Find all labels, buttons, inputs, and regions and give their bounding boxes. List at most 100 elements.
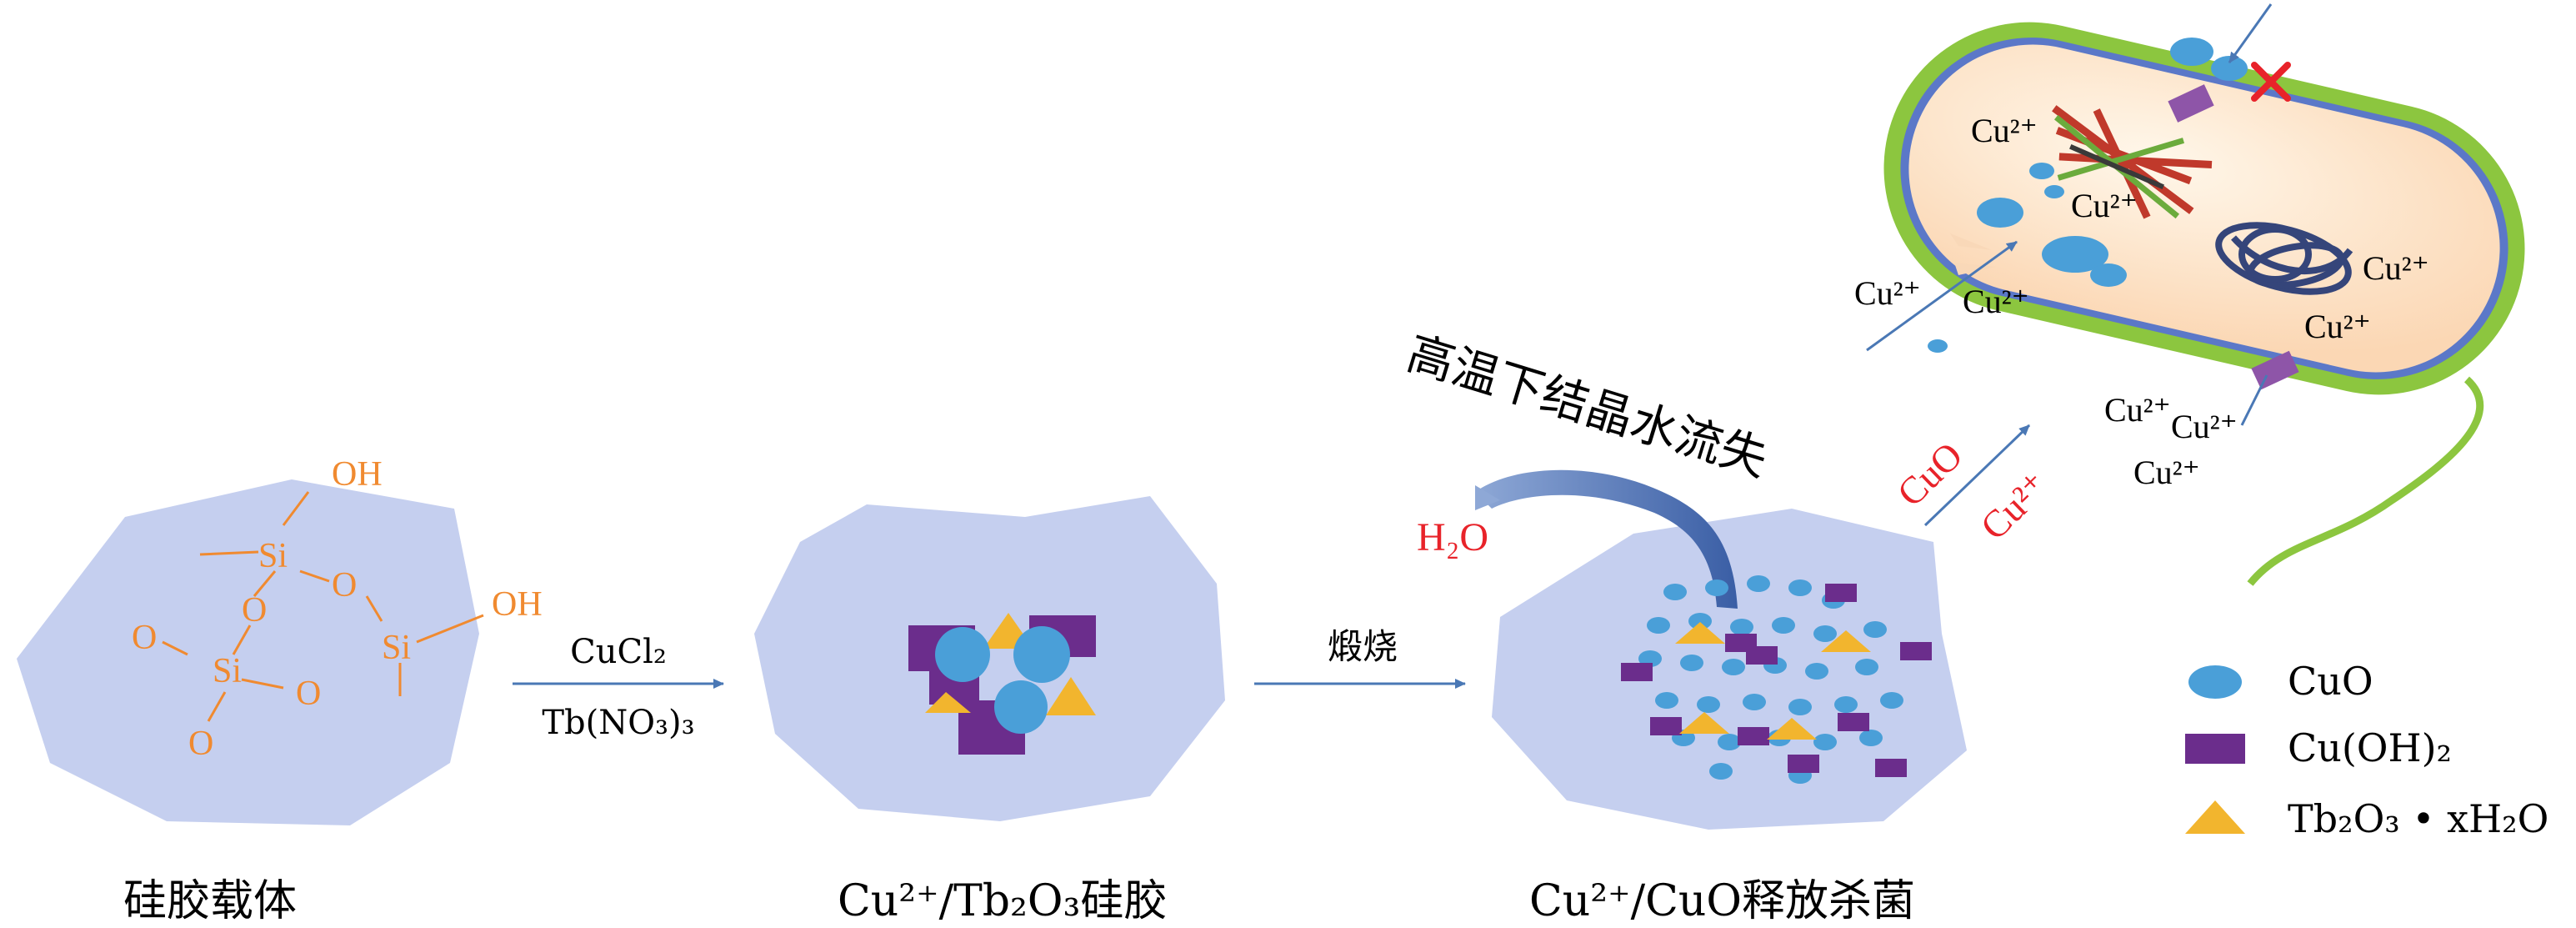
atom-o-2: O [332,566,357,604]
cuo-particle [1813,734,1837,750]
ion-label: Cu²⁺ [2104,391,2171,429]
atom-o-5: O [188,725,213,763]
cuo-particle [1880,692,1903,709]
cuo-particle [1747,575,1770,592]
atom-oh-top: OH [332,455,383,494]
entry-arrow-bottom [2240,374,2268,426]
ion-label: Cu²⁺ [1963,283,2029,320]
cuo-particle [1722,659,1745,675]
cu-oh2-block [1738,727,1769,745]
water-label: H₂O [1417,515,1488,559]
reagent-cucl2: CuCl₂ [570,633,667,671]
atom-o-3: O [132,619,157,657]
silica-structure [162,491,484,722]
atom-si-right: Si [382,629,411,667]
release-label-cu: Cu²⁺ [1973,464,2057,548]
caption-loaded-gel: Cu²⁺/Tb₂O₃硅胶 [838,876,1168,926]
ion-label: Cu²⁺ [1854,274,1921,312]
silica-gel-particle-1 [17,479,479,825]
cuo-particle [1730,619,1753,635]
step2-arrow: 煅烧 [1254,626,1466,689]
tb2o3-triangle [1675,622,1725,644]
cuo-particle [1680,655,1703,671]
cu-oh2-block [1746,646,1778,665]
legend-label-cu-oh2: Cu(OH)₂ [2288,725,2452,770]
cuo-particle [1718,734,1741,750]
tb2o3-triangle [1821,630,1871,652]
atom-si-top: Si [258,537,288,575]
cu-oh2-block [1875,759,1907,777]
cuo-particle [935,627,990,682]
cuo-particle [1863,621,1887,638]
loaded-particles [908,613,1096,755]
cu-oh2-block [1650,717,1682,735]
tb2o3-triangle [1767,718,1817,740]
cuo-particle [1013,626,1070,683]
cuo-particle [1813,625,1837,642]
bacterium-ion-labels: Cu²⁺ Cu²⁺ Cu²⁺ Cu²⁺ Cu²⁺ Cu²⁺ Cu²⁺ Cu²⁺ … [1854,112,2429,491]
damaged-dna [2052,105,2213,219]
entry-arrow-top [2228,3,2273,63]
entry-arrow-left [1866,240,2018,352]
legend: CuO Cu(OH)₂ Tb₂O₃ • xH₂O [2185,659,2548,841]
ion-label: Cu²⁺ [2171,408,2238,445]
ion-label: Cu²⁺ [2363,249,2429,287]
step1-arrow: CuCl₂ Tb(NO₃)₃ [513,633,724,742]
water-loss-note: 高温下结晶水流失 [1401,326,1773,487]
reagent-tb-nitrate: Tb(NO₃)₃ [542,704,694,742]
atom-o-4: O [296,675,321,713]
blocked-channel-cross [2251,62,2291,102]
cuo-particle [1772,617,1795,634]
cuo-particle [1834,696,1858,713]
cuo-particle [1705,579,1728,596]
cu-oh2-block [1825,584,1857,602]
cuo-particle [1805,663,1828,680]
ion-label: Cu²⁺ [2304,308,2371,345]
legend-swatch-cu-oh2 [2185,734,2245,764]
cuo-particle [1663,584,1687,600]
cuo-particle [1647,617,1670,634]
silica-atom-labels: OH Si O O Si OH O Si O O [132,455,543,763]
cu-oh2-block [1838,713,1869,731]
atom-o-1: O [242,591,267,630]
caption-release-gel: Cu²⁺/CuO释放杀菌 [1529,876,1915,926]
cu-oh2-block [1900,642,1932,660]
cuo-particle [1859,730,1883,746]
release-label-cuo: CuO [1889,434,1971,514]
legend-swatch-tb2o3 [2185,800,2245,834]
cuo-particle [1709,763,1733,780]
nucleoid [2215,222,2353,295]
legend-label-tb2o3: Tb₂O₃ • xH₂O [2288,796,2548,841]
legend-item-tb2o3: Tb₂O₃ • xH₂O [2185,796,2548,841]
cuo-particle [994,680,1048,734]
cuo-particle [1788,579,1812,596]
cuo-particle [1697,696,1720,713]
caption-silica-carrier: 硅胶载体 [123,876,298,926]
membrane-particles [1928,38,2299,390]
atom-si-bottom: Si [213,652,242,690]
water-loss-arrow [1475,469,1738,609]
legend-label-cuo: CuO [2288,659,2373,704]
cuo-particle [1788,699,1812,715]
tb2o3-triangle [925,692,971,713]
bacterium [1866,3,2525,586]
cu-oh2-block [1788,755,1819,773]
tb2o3-triangle [1046,677,1096,715]
cytoplasm [1908,44,2500,373]
legend-item-cu-oh2: Cu(OH)₂ [2185,725,2452,770]
cuo-particle [1688,613,1712,630]
cuo-particle [1743,694,1766,710]
calcination-label: 煅烧 [1328,626,1398,667]
ion-label: Cu²⁺ [1971,112,2038,149]
release-arrow: CuO Cu²⁺ [1889,424,2057,548]
cuo-particle [1855,659,1878,675]
released-particles [1621,575,1932,784]
legend-swatch-cuo [2188,665,2242,699]
ion-label: Cu²⁺ [2071,187,2138,224]
ion-label: Cu²⁺ [2133,454,2200,491]
cuo-particle [1655,692,1678,709]
cu-oh2-block [1621,663,1653,681]
atom-oh-right: OH [492,585,543,624]
tb2o3-triangle [1679,712,1729,734]
